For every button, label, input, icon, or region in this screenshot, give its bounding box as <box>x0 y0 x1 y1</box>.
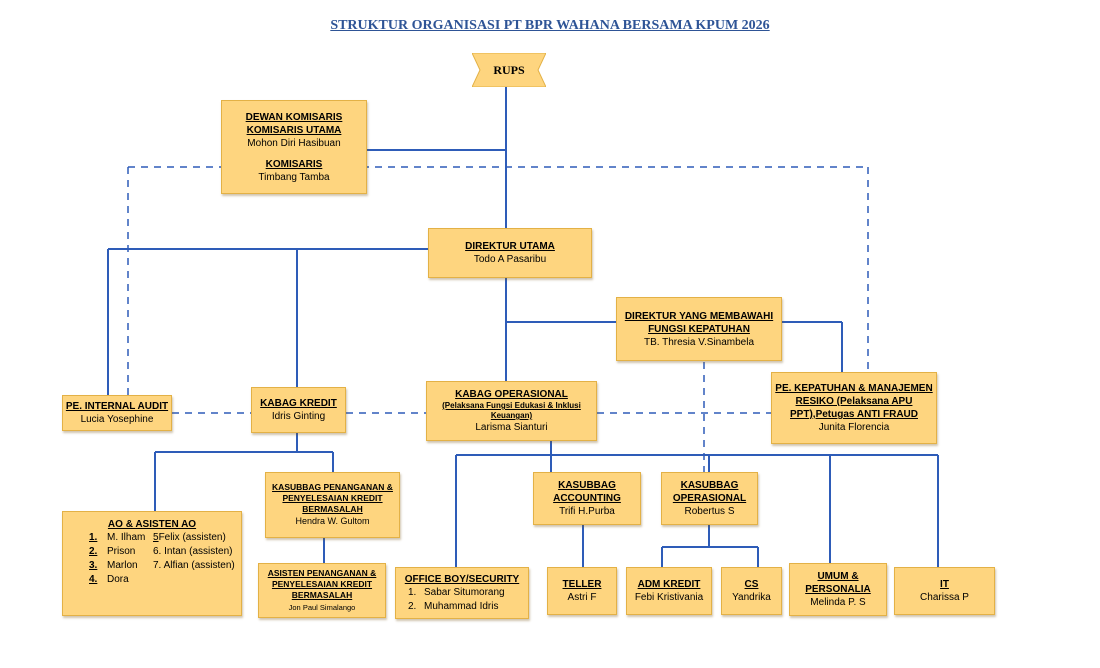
kasubbag-accounting-name: Trifi H.Purba <box>559 506 615 517</box>
kasubbag-operasional-heading-1: KASUBBAG <box>680 480 739 491</box>
direktur-utama-heading: DIREKTUR UTAMA <box>465 241 555 252</box>
umum-personalia-box: UMUM & PERSONALIA Melinda P. S <box>789 563 887 616</box>
office-boy-box: OFFICE BOY/SECURITY 1. Sabar Situmorang … <box>395 567 529 619</box>
office-boy-heading: OFFICE BOY/SECURITY <box>404 573 520 585</box>
chart-title: STRUKTUR ORGANISASI PT BPR WAHANA BERSAM… <box>330 18 770 33</box>
asisten-penanganan-name: Jon Paul Simalango <box>288 602 356 612</box>
list-item: 1. Sabar Situmorang <box>408 586 505 598</box>
kepatuhan-heading-3: PPT),Petugas ANTI FRAUD <box>790 409 918 420</box>
direktur-utama-name: Todo A Pasaribu <box>473 254 547 265</box>
rups-label: RUPS <box>493 63 525 77</box>
kabag-kredit-name: Idris Ginting <box>271 411 326 422</box>
kepatuhan-name: Junita Florencia <box>818 422 890 433</box>
komisaris-heading: KOMISARIS <box>265 158 323 170</box>
direktur-kepatuhan-box: DIREKTUR YANG MEMBAWAHI FUNGSI KEPATUHAN… <box>616 297 782 361</box>
list-item: 1. M. Ilham 5 Felix (assisten) <box>89 532 226 543</box>
komisaris-utama-name: Mohon Diri Hasibuan <box>247 137 341 149</box>
adm-kredit-box: ADM KREDIT Febi Kristivania <box>626 567 712 615</box>
list-item: 3. Marlon 7. Alfian (assisten) <box>89 560 235 571</box>
asisten-penanganan-heading-1: ASISTEN PENANGANAN & <box>267 567 377 578</box>
list-item: 4. Dora <box>89 574 129 585</box>
internal-audit-box: PE. INTERNAL AUDIT Lucia Yosephine <box>62 395 172 431</box>
kasubbag-operasional-name: Robertus S <box>684 506 735 517</box>
kabag-kredit-heading: KABAG KREDIT <box>260 398 337 409</box>
internal-audit-name: Lucia Yosephine <box>80 414 154 425</box>
umum-heading-1: UMUM & <box>817 571 859 582</box>
ao-list: 1. M. Ilham 5 Felix (assisten) 2. Prison… <box>63 531 241 587</box>
teller-heading: TELLER <box>562 579 602 590</box>
umum-name: Melinda P. S <box>810 597 866 608</box>
kepatuhan-box: PE. KEPATUHAN & MANAJEMEN RESIKO (Pelaks… <box>771 372 937 444</box>
cs-name: Yandrika <box>732 592 771 603</box>
ao-box: AO & ASISTEN AO 1. M. Ilham 5 Felix (ass… <box>62 511 242 616</box>
dewan-komisaris-box: DEWAN KOMISARIS KOMISARIS UTAMA Mohon Di… <box>221 100 367 194</box>
kasubbag-operasional-box: KASUBBAG OPERASIONAL Robertus S <box>661 472 758 525</box>
direktur-kepatuhan-name: TB. Thresia V.Sinambela <box>643 336 755 348</box>
it-name: Charissa P <box>920 592 969 603</box>
rups-shape <box>472 53 546 87</box>
dewan-heading: DEWAN KOMISARIS <box>245 111 343 123</box>
kabag-operasional-box: KABAG OPERASIONAL (Pelaksana Fungsi Eduk… <box>426 381 597 441</box>
adm-kredit-heading: ADM KREDIT <box>637 579 701 590</box>
direktur-kepatuhan-heading-2: FUNGSI KEPATUHAN <box>648 323 750 335</box>
kasubbag-operasional-heading-2: OPERASIONAL <box>672 493 747 504</box>
kasubbag-penanganan-name: Hendra W. Gultom <box>295 516 370 526</box>
cs-box: CS Yandrika <box>721 567 782 615</box>
kasubbag-penanganan-heading-3: BERMASALAH <box>302 504 363 514</box>
kabag-operasional-sub-2: Keuangan) <box>490 411 533 420</box>
komisaris-name: Timbang Tamba <box>258 171 330 183</box>
kabag-operasional-sub-1: (Pelaksana Fungsi Edukasi & Inklusi <box>442 401 581 410</box>
kasubbag-accounting-box: KASUBBAG ACCOUNTING Trifi H.Purba <box>533 472 641 525</box>
cs-heading: CS <box>744 579 759 590</box>
kabag-kredit-box: KABAG KREDIT Idris Ginting <box>251 387 346 433</box>
komisaris-utama-heading: KOMISARIS UTAMA <box>246 124 342 136</box>
umum-heading-2: PERSONALIA <box>805 584 871 595</box>
kepatuhan-heading-1: PE. KEPATUHAN & MANAJEMEN <box>775 383 933 394</box>
it-heading: IT <box>940 579 949 590</box>
kabag-operasional-name: Larisma Sianturi <box>475 422 548 433</box>
rups-node: RUPS <box>472 53 546 87</box>
kasubbag-accounting-heading-2: ACCOUNTING <box>553 493 621 504</box>
kasubbag-accounting-heading-1: KASUBBAG <box>558 480 616 491</box>
list-item: 2. Prison 6. Intan (assisten) <box>89 546 233 557</box>
internal-audit-heading: PE. INTERNAL AUDIT <box>65 401 169 412</box>
office-boy-list: 1. Sabar Situmorang 2. Muhammad Idris <box>396 586 528 614</box>
asisten-penanganan-heading-3: BERMASALAH <box>291 589 353 600</box>
teller-name: Astri F <box>567 592 597 603</box>
asisten-penanganan-box: ASISTEN PENANGANAN & PENYELESAIAN KREDIT… <box>258 563 386 618</box>
direktur-kepatuhan-heading-1: DIREKTUR YANG MEMBAWAHI <box>624 310 774 322</box>
adm-kredit-name: Febi Kristivania <box>634 592 704 603</box>
direktur-utama-box: DIREKTUR UTAMA Todo A Pasaribu <box>428 228 592 278</box>
ao-heading: AO & ASISTEN AO <box>107 519 197 530</box>
kasubbag-penanganan-box: KASUBBAG PENANGANAN & PENYELESAIAN KREDI… <box>265 472 400 538</box>
kasubbag-penanganan-heading-2: PENYELESAIAN KREDIT <box>282 493 383 503</box>
list-item: 2. Muhammad Idris <box>408 600 499 612</box>
it-box: IT Charissa P <box>894 567 995 615</box>
teller-box: TELLER Astri F <box>547 567 617 615</box>
kasubbag-penanganan-heading-1: KASUBBAG PENANGANAN & <box>272 482 393 492</box>
asisten-penanganan-heading-2: PENYELESAIAN KREDIT <box>271 578 373 589</box>
kepatuhan-heading-2: RESIKO (Pelaksana APU <box>795 396 913 407</box>
kabag-operasional-heading: KABAG OPERASIONAL <box>455 389 568 400</box>
